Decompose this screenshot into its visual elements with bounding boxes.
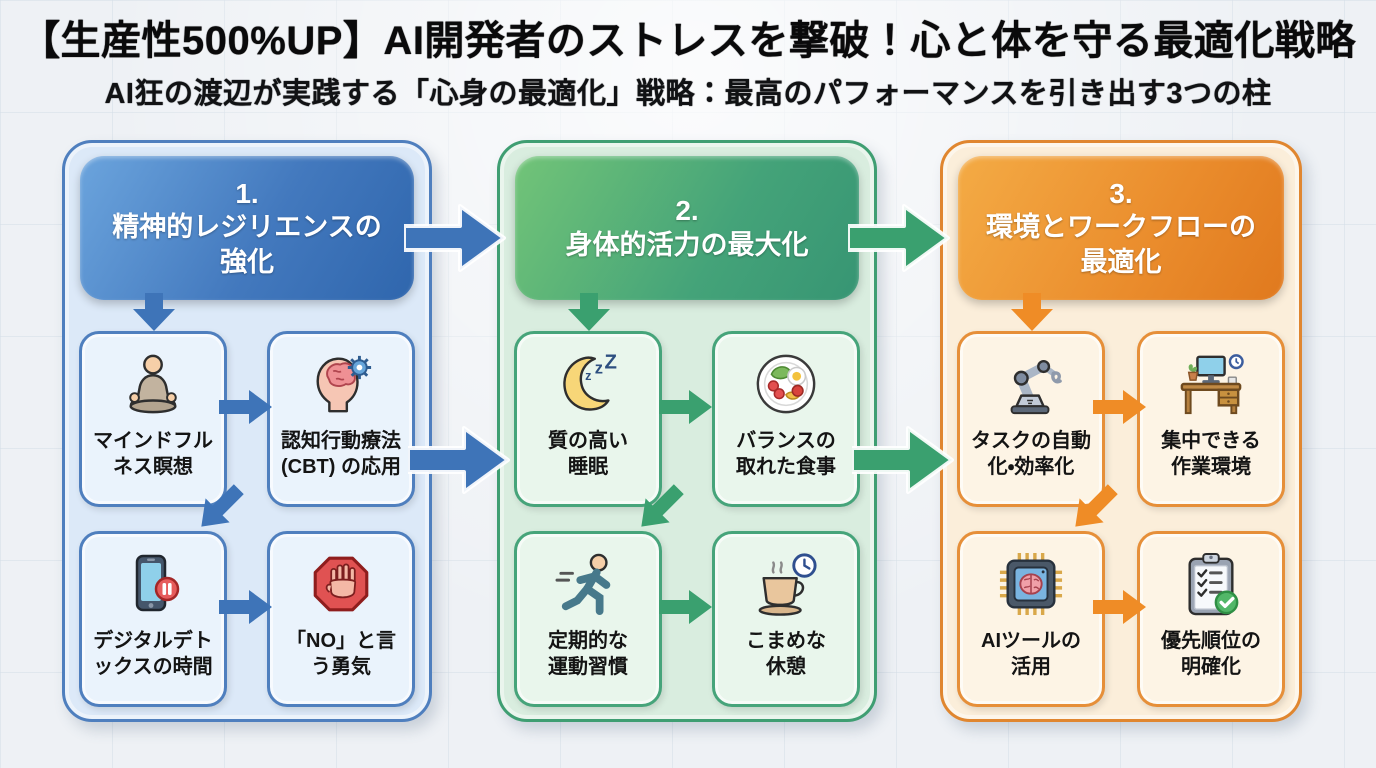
arrow-pillar2-to-pillar3-mid-icon — [850, 420, 956, 500]
robot-arm-icon — [998, 344, 1064, 424]
card-exercise: 定期的な 運動習慣 — [514, 531, 662, 707]
pillar-1-panel: 1. 精神的レジリエンスの 強化 マインドフル ネス瞑想 — [62, 140, 432, 722]
arrow-right-icon — [1093, 587, 1149, 627]
priority-checklist-icon — [1180, 544, 1242, 624]
card-label: 認知行動療法 (CBT) の応用 — [281, 430, 401, 478]
pillar-3-number: 3. — [1109, 177, 1133, 209]
card-balanced-meal: バランスの 取れた食事 — [712, 331, 860, 507]
card-label: マインドフル ネス瞑想 — [93, 430, 213, 478]
arrow-right-icon — [219, 587, 275, 627]
pillar-2-header: 2. 身体的活力の最大化 — [515, 156, 859, 300]
svg-text:Z: Z — [604, 352, 616, 373]
card-ai-tools: AIツールの 活用 — [957, 531, 1105, 707]
arrow-pillar1-to-pillar2-mid-icon — [406, 420, 512, 500]
card-task-automation: タスクの自動 化・効率化 — [957, 331, 1105, 507]
stop-hand-icon — [309, 544, 373, 624]
coffee-break-icon — [752, 544, 820, 624]
meditation-icon — [118, 344, 188, 424]
cbt-brain-gear-icon — [307, 344, 375, 424]
pillar-3-header: 3. 環境とワークフローの 最適化 — [958, 156, 1284, 300]
card-label: 優先順位の 明確化 — [1161, 630, 1261, 678]
arrow-diagonal-icon — [1056, 472, 1130, 546]
ai-chip-icon — [998, 544, 1064, 624]
card-cbt: 認知行動療法 (CBT) の応用 — [267, 331, 415, 507]
pillar-1-title: 精神的レジリエンスの 強化 — [112, 212, 382, 277]
card-focused-workspace: 集中できる 作業環境 — [1137, 331, 1285, 507]
page-subtitle: AI狂の渡辺が実践する「心身の最適化」戦略：最高のパフォーマンスを引き出す3つの… — [104, 78, 1272, 110]
card-label: AIツールの 活用 — [981, 630, 1081, 678]
digital-detox-phone-icon — [121, 544, 185, 624]
arrow-diagonal-icon — [622, 472, 696, 546]
card-prioritization: 優先順位の 明確化 — [1137, 531, 1285, 707]
pillar-2-number: 2. — [675, 194, 699, 226]
card-quality-sleep: z z Z 質の高い 睡眠 — [514, 331, 662, 507]
arrow-right-icon — [1093, 387, 1149, 427]
card-label: 定期的な 運動習慣 — [548, 630, 628, 678]
card-label: こまめな 休憩 — [746, 630, 826, 678]
arrow-down-icon — [131, 293, 177, 333]
running-icon — [555, 544, 621, 624]
svg-text:z: z — [585, 369, 591, 383]
arrow-pillar2-to-pillar3-icon — [846, 198, 952, 278]
pillar-1-number: 1. — [235, 177, 259, 209]
arrow-down-icon — [1009, 293, 1055, 333]
card-label: 集中できる 作業環境 — [1161, 430, 1261, 478]
arrow-right-icon — [659, 587, 715, 627]
card-breaks: こまめな 休憩 — [712, 531, 860, 707]
card-label: 「NO」と言 う勇気 — [286, 630, 396, 678]
card-label: デジタルデト ックスの時間 — [93, 630, 213, 678]
card-digital-detox: デジタルデト ックスの時間 — [79, 531, 227, 707]
pillar-1-header: 1. 精神的レジリエンスの 強化 — [80, 156, 414, 300]
card-label: 質の高い 睡眠 — [548, 430, 628, 478]
card-say-no: 「NO」と言 う勇気 — [267, 531, 415, 707]
sleep-moon-icon: z z Z — [553, 344, 623, 424]
pillar-2-title: 身体的活力の最大化 — [565, 229, 809, 260]
card-mindfulness: マインドフル ネス瞑想 — [79, 331, 227, 507]
page-title: 【生産性500%UP】AI開発者のストレスを撃破！心と体を守る最適化戦略 — [20, 19, 1356, 63]
svg-text:z: z — [595, 359, 603, 377]
pillar-3-panel: 3. 環境とワークフローの 最適化 タスクの自動 化・効 — [940, 140, 1302, 722]
card-label: バランスの 取れた食事 — [736, 430, 836, 478]
arrow-diagonal-icon — [182, 472, 256, 546]
balanced-meal-icon — [753, 344, 819, 424]
focused-workspace-icon — [1176, 344, 1246, 424]
arrow-down-icon — [566, 293, 612, 333]
arrow-right-icon — [219, 387, 275, 427]
arrow-pillar1-to-pillar2-icon — [402, 198, 508, 278]
arrow-right-icon — [659, 387, 715, 427]
pillar-2-panel: 2. 身体的活力の最大化 z z Z 質の高い 睡眠 — [497, 140, 877, 722]
card-label: タスクの自動 化・効率化 — [971, 430, 1091, 478]
pillar-3-title: 環境とワークフローの 最適化 — [986, 212, 1256, 277]
